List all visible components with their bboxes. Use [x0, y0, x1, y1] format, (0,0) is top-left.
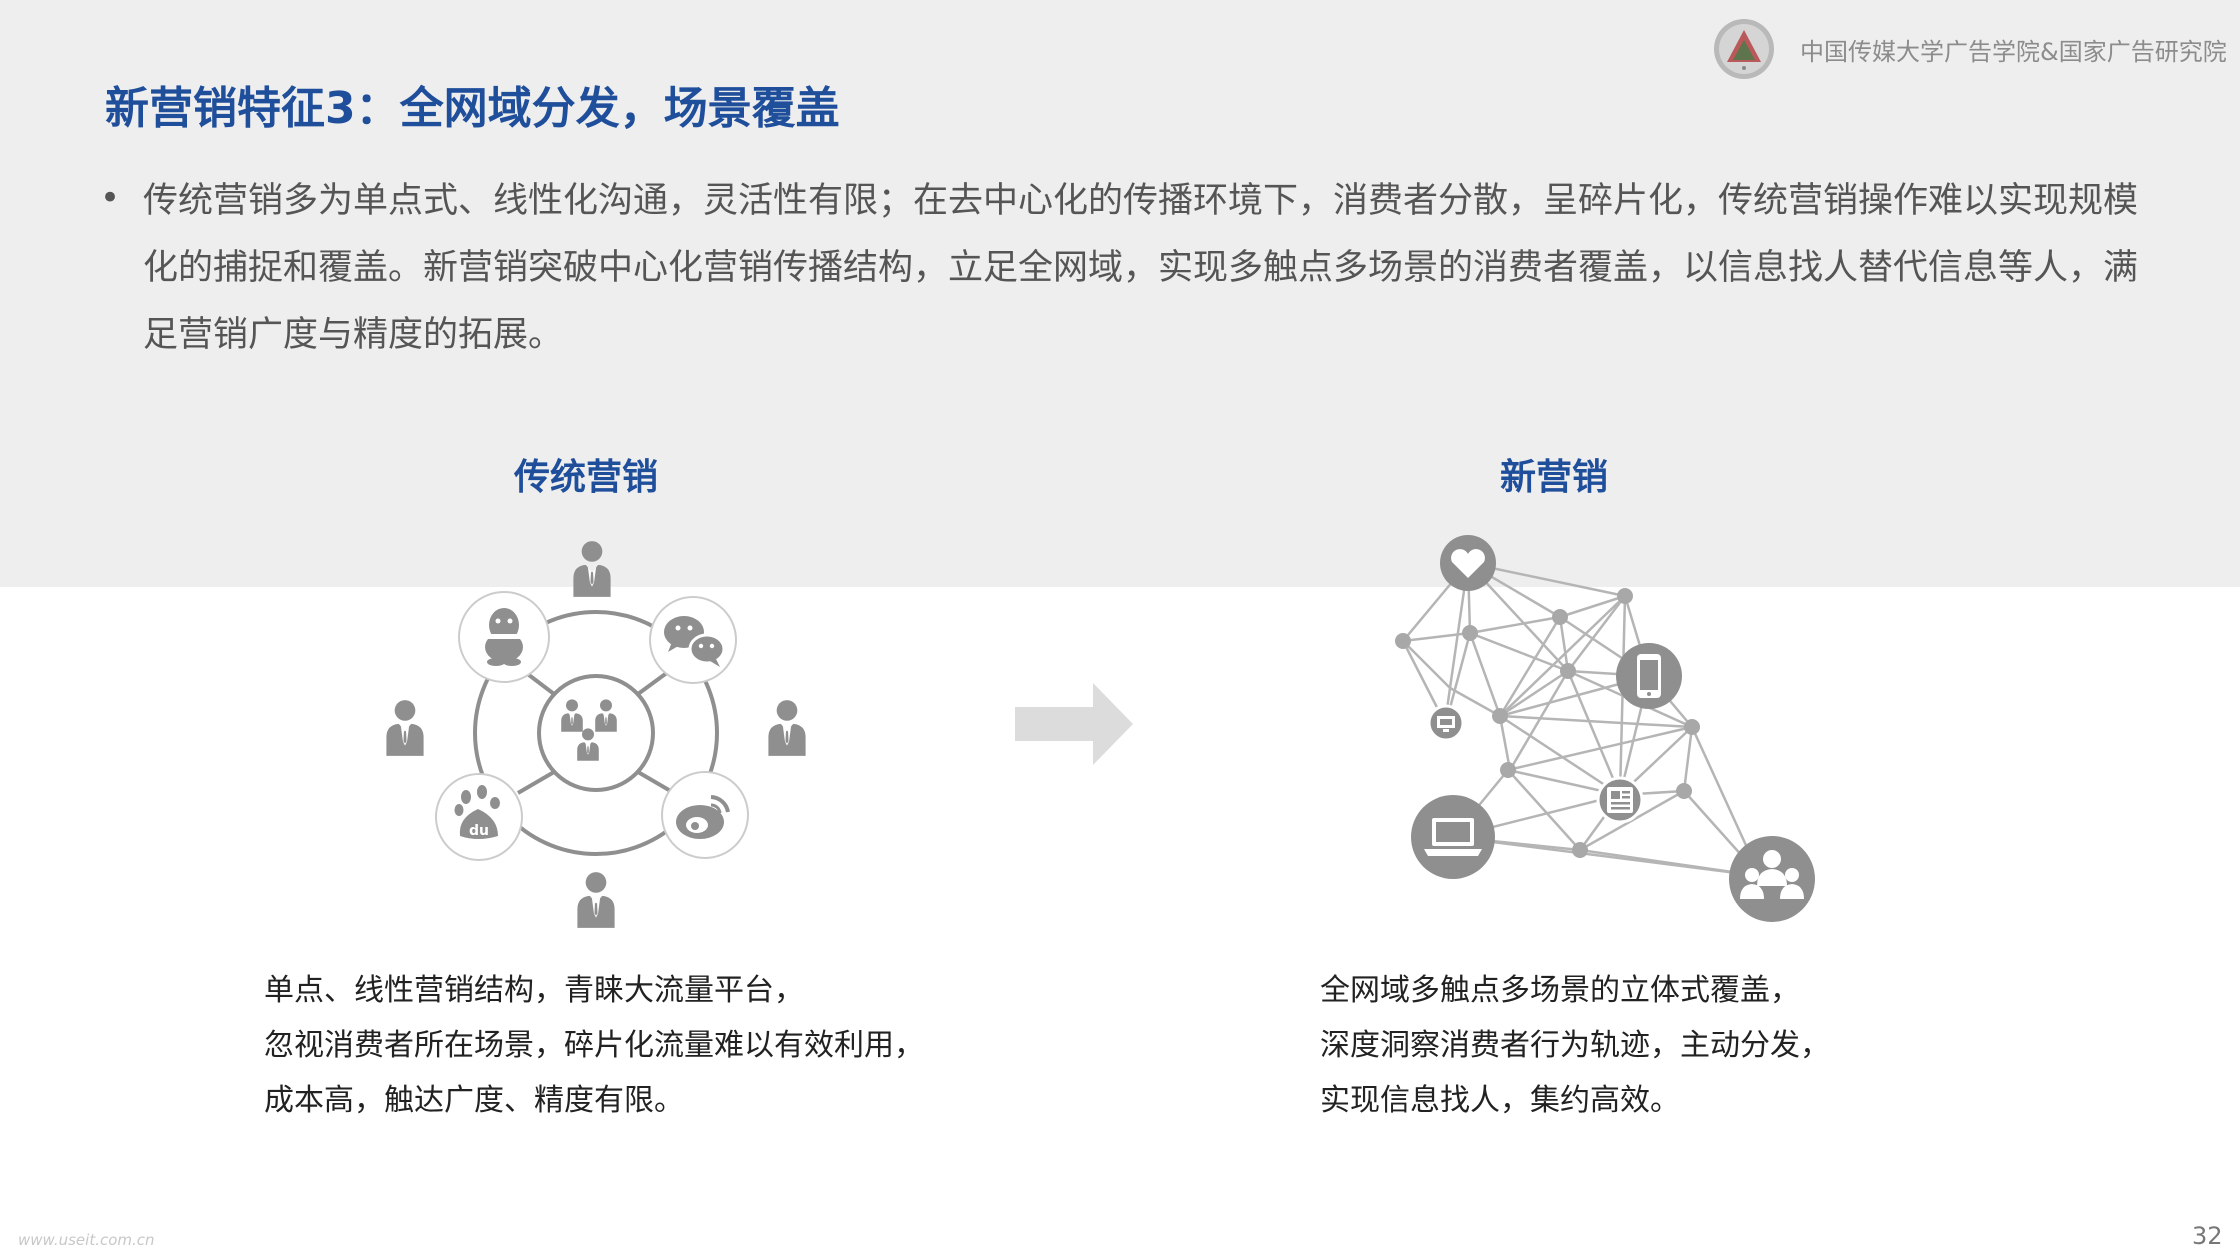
caption-line: 单点、线性营销结构，青睐大流量平台，: [264, 973, 804, 1008]
caption-line: 深度洞察消费者行为轨迹，主动分发，: [1320, 1028, 1830, 1063]
page-number: 32: [2192, 1222, 2223, 1250]
consumer-icon: [577, 872, 615, 928]
laptop-icon: [1411, 795, 1495, 879]
caption-line: 成本高，触达广度、精度有限。: [264, 1083, 684, 1118]
slide-title: 新营销特征3：全网域分发，场景覆盖: [105, 83, 840, 134]
new-marketing-network-diagram: [1395, 535, 1815, 922]
wechat-icon: [649, 596, 737, 684]
caption-line: 全网域多触点多场景的立体式覆盖，: [1320, 973, 1800, 1008]
monitor-icon: [1427, 704, 1465, 742]
baidu-icon: du: [435, 773, 523, 861]
qq-icon: [458, 591, 550, 683]
bullet-marker: •: [100, 178, 121, 218]
consumer-icon: [768, 700, 806, 756]
consumer-icon: [386, 700, 424, 756]
new-marketing-heading: 新营销: [1499, 457, 1608, 498]
svg-text:du: du: [469, 823, 489, 839]
new-marketing-caption: 全网域多触点多场景的立体式覆盖， 深度洞察消费者行为轨迹，主动分发， 实现信息找…: [1320, 963, 1830, 1128]
university-seal-icon: [1714, 19, 1774, 79]
caption-line: 忽视消费者所在场景，碎片化流量难以有效利用，: [264, 1028, 924, 1063]
traditional-diagram: du: [386, 541, 806, 928]
arrow-right-icon: [1015, 683, 1133, 765]
newspaper-icon: [1596, 776, 1644, 824]
mobile-phone-icon: [1616, 643, 1682, 709]
header-band: [0, 0, 2240, 587]
consumer-icon: [573, 541, 611, 597]
heart-icon: [1440, 535, 1496, 591]
user-group-icon: [1729, 836, 1815, 922]
caption-line: 实现信息找人，集约高效。: [1320, 1083, 1680, 1118]
org-name: 中国传媒大学广告学院&国家广告研究院: [1800, 38, 2227, 66]
bullet-paragraph: 传统营销多为单点式、线性化沟通，灵活性有限；在去中心化的传播环境下，消费者分散，…: [143, 181, 2139, 355]
watermark: www.useit.com.cn: [18, 1231, 155, 1249]
traditional-heading: 传统营销: [513, 457, 658, 498]
weibo-icon: [661, 771, 749, 859]
traditional-caption: 单点、线性营销结构，青睐大流量平台， 忽视消费者所在场景，碎片化流量难以有效利用…: [264, 963, 924, 1128]
user-group-icon: [561, 699, 617, 761]
